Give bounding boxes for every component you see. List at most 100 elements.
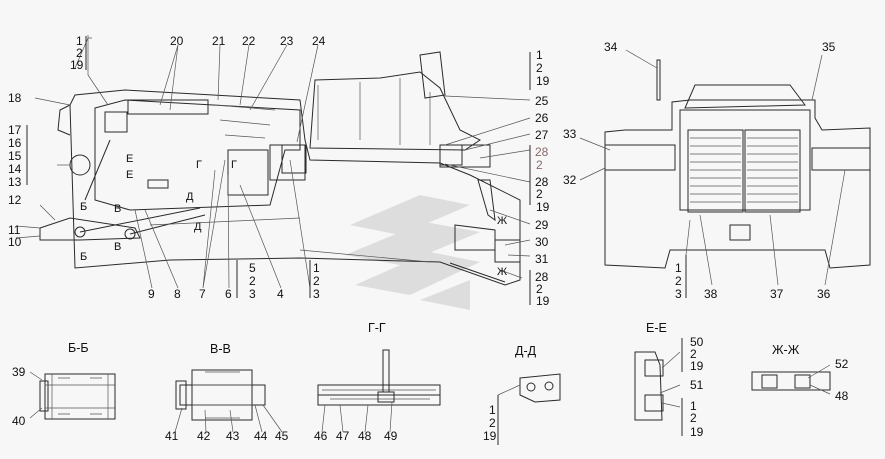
mark-e-bottom: Е <box>126 169 133 181</box>
callout-7: 7 <box>199 287 206 301</box>
callout-2a: 2 <box>76 46 83 60</box>
callout-19d: 19 <box>536 294 550 308</box>
callout-44: 44 <box>254 429 268 443</box>
callout-2g: 2 <box>313 274 320 288</box>
callout-3c: 3 <box>675 287 682 301</box>
callout-2f: 2 <box>249 274 256 288</box>
title-ee: Е-Е <box>646 321 667 335</box>
callout-2j: 2 <box>690 347 697 361</box>
callout-2k: 2 <box>690 411 697 425</box>
mark-d-top: Д <box>186 191 194 203</box>
callout-24: 24 <box>312 34 326 48</box>
callout-1c: 1 <box>313 261 320 275</box>
title-bb: Б-Б <box>68 341 89 355</box>
callout-13: 13 <box>8 175 22 189</box>
callout-34: 34 <box>604 40 618 54</box>
callout-1b: 1 <box>536 48 543 62</box>
callout-4: 4 <box>277 287 284 301</box>
callout-19b: 19 <box>536 74 550 88</box>
section-titles: Б-Б В-В Г-Г Д-Д Е-Е Ж-Ж <box>68 321 800 358</box>
title-dd: Д-Д <box>515 344 537 358</box>
callout-38: 38 <box>704 287 718 301</box>
callout-1a: 1 <box>76 34 83 48</box>
callout-2d: 2 <box>536 187 543 201</box>
callout-49: 49 <box>384 429 398 443</box>
callout-3b: 3 <box>313 287 320 301</box>
mark-g-left: Г <box>196 159 202 171</box>
callout-39: 39 <box>12 365 26 379</box>
mark-e-top: Е <box>126 153 133 165</box>
side-view <box>39 51 521 286</box>
callout-33: 33 <box>563 127 577 141</box>
callout-52: 52 <box>835 357 849 371</box>
callout-28c: 28 <box>535 270 549 284</box>
callout-8: 8 <box>174 287 181 301</box>
callout-19a: 19 <box>70 58 84 72</box>
callout-1e: 1 <box>489 403 496 417</box>
section-ee <box>634 338 683 436</box>
callout-17: 17 <box>8 123 22 137</box>
callout-40: 40 <box>12 414 26 428</box>
callout-36: 36 <box>817 287 831 301</box>
callout-2e: 2 <box>536 282 543 296</box>
mark-zh-top: Ж <box>497 215 507 227</box>
mark-v-top: В <box>114 203 121 215</box>
callout-35: 35 <box>822 40 836 54</box>
callout-47: 47 <box>336 429 350 443</box>
callout-18: 18 <box>8 91 22 105</box>
callout-28b: 28 <box>535 175 549 189</box>
callout-37: 37 <box>770 287 784 301</box>
callout-27: 27 <box>535 128 549 142</box>
front-view <box>579 49 871 298</box>
section-dd <box>497 373 561 445</box>
callout-21: 21 <box>212 34 226 48</box>
callout-2b: 2 <box>536 61 543 75</box>
callout-16: 16 <box>8 136 22 150</box>
callout-20: 20 <box>170 34 184 48</box>
callout-26: 26 <box>535 111 549 125</box>
callout-41: 41 <box>165 429 179 443</box>
callout-25: 25 <box>535 94 549 108</box>
callout-19c: 19 <box>536 200 550 214</box>
callout-45: 45 <box>275 429 289 443</box>
section-vv <box>174 369 283 433</box>
callout-28a: 28 <box>535 145 549 159</box>
callout-48b: 48 <box>835 389 849 403</box>
callout-51: 51 <box>690 378 704 392</box>
callout-19f: 19 <box>690 359 704 373</box>
callout-9: 9 <box>148 287 155 301</box>
callout-29: 29 <box>535 218 549 232</box>
callout-6: 6 <box>225 287 232 301</box>
section-marks: Б Б В В Е Е Г Г Д Д Ж Ж <box>80 153 507 278</box>
title-vv: В-В <box>210 342 231 356</box>
callout-5: 5 <box>249 261 256 275</box>
callout-31: 31 <box>535 252 549 266</box>
callout-14: 14 <box>8 162 22 176</box>
callout-2h: 2 <box>675 274 682 288</box>
callout-32: 32 <box>563 173 577 187</box>
mark-v-bottom: В <box>114 241 121 253</box>
callout-23: 23 <box>280 34 294 48</box>
callout-19e: 19 <box>483 429 497 443</box>
mark-g-right: Г <box>231 159 237 171</box>
section-gg <box>317 349 441 433</box>
mark-d-bottom: Д <box>194 221 202 233</box>
callout-labels: 1 2 19 18 17 16 15 14 13 12 11 10 20 21 … <box>8 34 849 443</box>
section-zhzh <box>751 364 831 395</box>
callout-15: 15 <box>8 149 22 163</box>
title-zhzh: Ж-Ж <box>772 343 800 357</box>
callout-1d: 1 <box>675 261 682 275</box>
callout-19g: 19 <box>690 425 704 439</box>
callout-12: 12 <box>8 193 22 207</box>
callout-30: 30 <box>535 235 549 249</box>
callout-48a: 48 <box>358 429 372 443</box>
callout-43: 43 <box>226 429 240 443</box>
leader-lines-main <box>15 35 531 305</box>
callout-22: 22 <box>242 34 256 48</box>
title-gg: Г-Г <box>368 321 386 335</box>
callout-10: 10 <box>8 235 22 249</box>
callout-2i: 2 <box>489 416 496 430</box>
mark-zh-bottom: Ж <box>497 266 507 278</box>
